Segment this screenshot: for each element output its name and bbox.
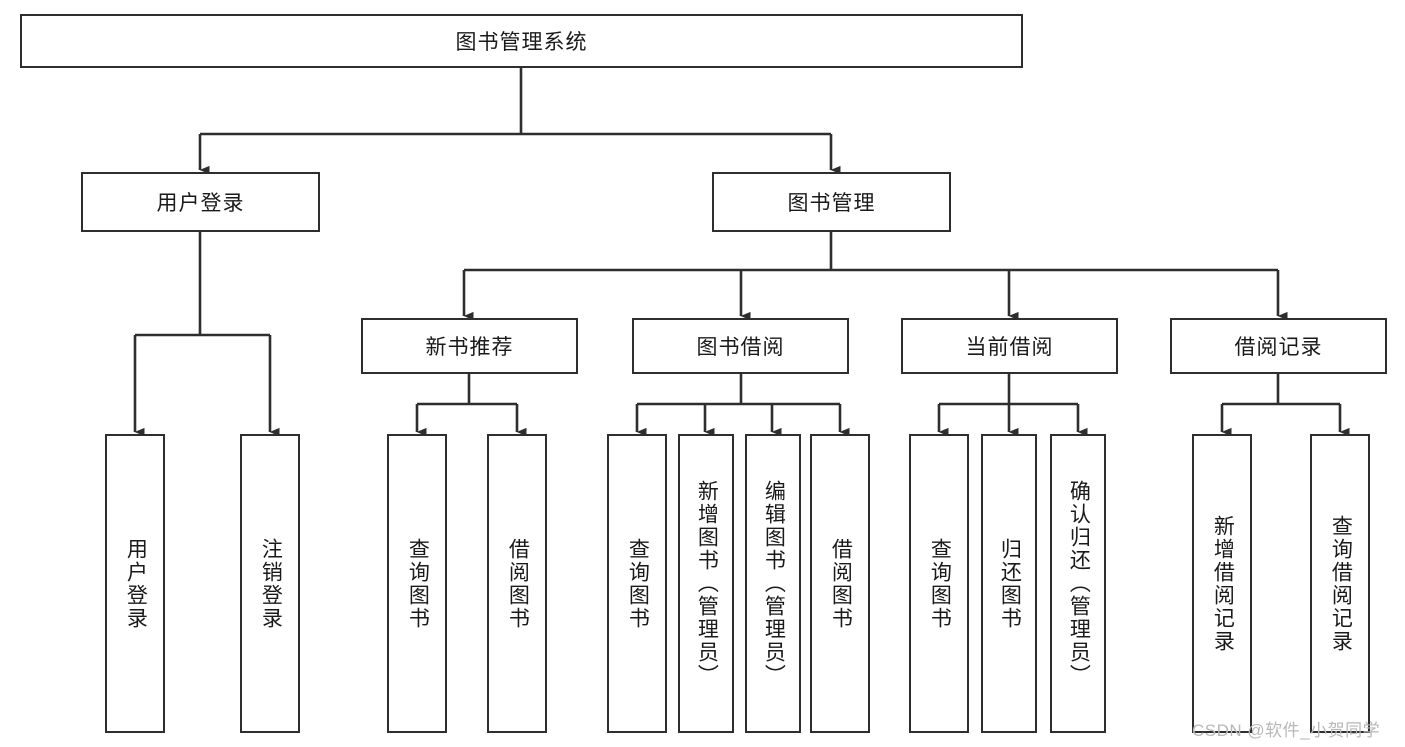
node-leaf-return-book-label: 归还图书 — [998, 537, 1022, 630]
node-root-system[interactable]: 图书管理系统 — [20, 14, 1023, 68]
node-leaf-edit-book-admin-label: 编辑图书（管理员） — [762, 480, 786, 687]
node-borrow-record[interactable]: 借阅记录 — [1170, 318, 1387, 374]
node-user-login-label: 用户登录 — [156, 192, 245, 215]
node-leaf-logout[interactable]: 注销登录 — [240, 434, 300, 733]
node-borrow-record-label: 借阅记录 — [1234, 336, 1323, 359]
node-leaf-query-book-current-label: 查询图书 — [928, 537, 952, 630]
node-leaf-user-login[interactable]: 用户登录 — [105, 434, 165, 733]
node-book-borrow[interactable]: 图书借阅 — [632, 318, 849, 374]
node-leaf-query-book-recommend-label: 查询图书 — [406, 537, 430, 630]
node-leaf-borrow-book-recommend[interactable]: 借阅图书 — [487, 434, 547, 733]
node-leaf-query-borrow-record-label: 查询借阅记录 — [1329, 514, 1353, 653]
node-leaf-add-book-admin-label: 新增图书（管理员） — [695, 480, 719, 687]
node-current-borrow[interactable]: 当前借阅 — [901, 318, 1118, 374]
node-leaf-borrow-book[interactable]: 借阅图书 — [810, 434, 870, 733]
node-leaf-add-borrow-record[interactable]: 新增借阅记录 — [1192, 434, 1252, 733]
node-leaf-query-book-current[interactable]: 查询图书 — [909, 434, 969, 733]
node-book-management[interactable]: 图书管理 — [712, 172, 951, 232]
node-user-login[interactable]: 用户登录 — [81, 172, 320, 232]
node-leaf-user-login-label: 用户登录 — [124, 537, 148, 630]
node-leaf-query-book-recommend[interactable]: 查询图书 — [387, 434, 447, 733]
node-new-book-recommend-label: 新书推荐 — [425, 336, 514, 359]
node-leaf-borrow-book-label: 借阅图书 — [829, 537, 853, 630]
node-new-book-recommend[interactable]: 新书推荐 — [361, 318, 578, 374]
node-leaf-query-book-borrow-label: 查询图书 — [626, 537, 650, 630]
node-current-borrow-label: 当前借阅 — [965, 336, 1054, 359]
node-leaf-logout-label: 注销登录 — [259, 537, 283, 630]
node-leaf-add-book-admin[interactable]: 新增图书（管理员） — [678, 434, 734, 733]
node-leaf-query-borrow-record[interactable]: 查询借阅记录 — [1310, 434, 1370, 733]
node-leaf-add-borrow-record-label: 新增借阅记录 — [1211, 514, 1235, 653]
node-leaf-return-book[interactable]: 归还图书 — [981, 434, 1037, 733]
node-leaf-borrow-book-recommend-label: 借阅图书 — [506, 537, 530, 630]
node-leaf-edit-book-admin[interactable]: 编辑图书（管理员） — [745, 434, 801, 733]
node-root-system-label: 图书管理系统 — [455, 31, 588, 54]
node-leaf-query-book-borrow[interactable]: 查询图书 — [607, 434, 667, 733]
watermark-text: CSDN @软件_小贺同学 — [1192, 721, 1381, 740]
node-leaf-confirm-return-admin-label: 确认归还（管理员） — [1067, 480, 1091, 687]
node-leaf-confirm-return-admin[interactable]: 确认归还（管理员） — [1050, 434, 1106, 733]
node-book-management-label: 图书管理 — [787, 192, 876, 215]
node-book-borrow-label: 图书借阅 — [696, 336, 785, 359]
